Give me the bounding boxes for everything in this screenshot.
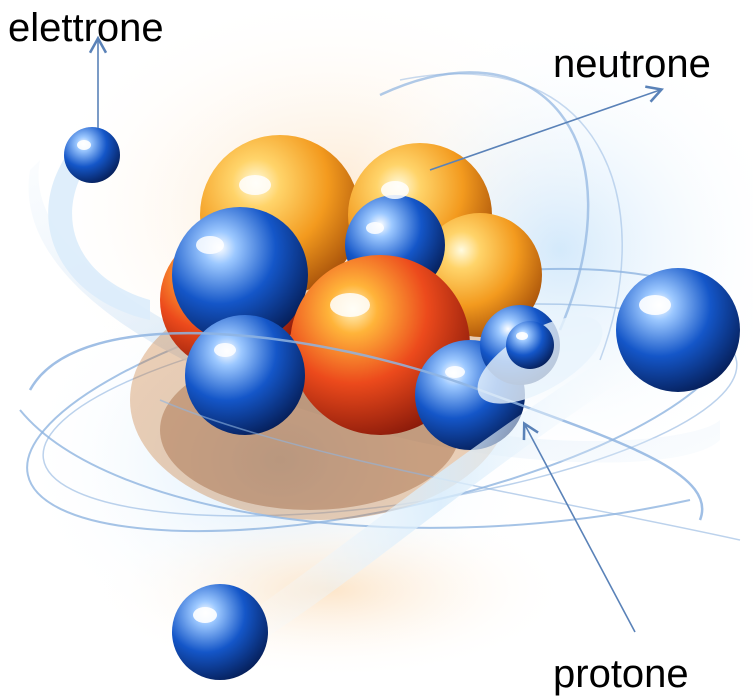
electron-right xyxy=(616,268,740,392)
pointer-lines xyxy=(88,35,665,633)
electron-bottom-left xyxy=(172,584,268,680)
electron-trail-left xyxy=(48,150,151,320)
label-electron: elettrone xyxy=(8,6,164,50)
electron-trail xyxy=(210,330,670,660)
pointer-proton xyxy=(522,421,636,633)
electron-top-left xyxy=(64,127,120,183)
label-proton: protone xyxy=(553,652,689,696)
nucleon-blue xyxy=(185,315,305,435)
label-neutron: neutrone xyxy=(553,42,711,86)
electron-small xyxy=(506,321,554,369)
pointer-neutron xyxy=(429,85,665,171)
